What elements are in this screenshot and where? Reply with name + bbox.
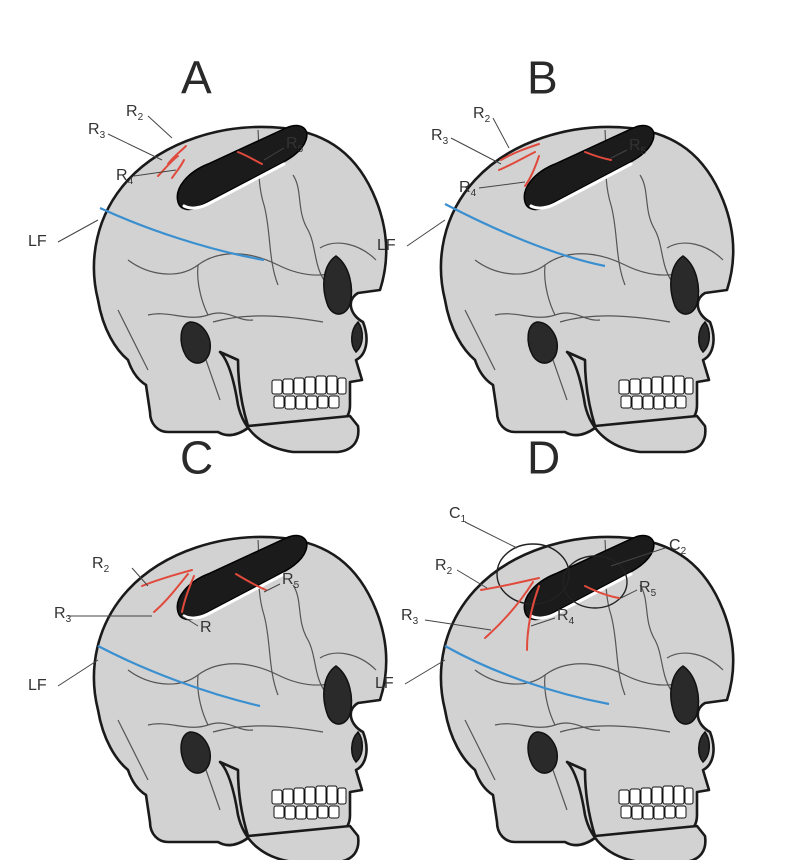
linear-fracture <box>444 645 610 706</box>
panel-d: D C1 C2 R2 R3 R4 R5 LF <box>375 432 735 860</box>
label-r4: R4 <box>459 179 477 199</box>
fracture-r5 <box>235 573 267 591</box>
panel-letter-b: B <box>527 52 558 104</box>
fracture-r4 <box>526 585 540 651</box>
panel-a: A R2 R3 R4 R5 LF <box>28 52 388 454</box>
panel-letter-c: C <box>180 432 213 484</box>
linear-fracture <box>97 645 261 708</box>
linear-fracture <box>99 206 265 262</box>
fracture-r2 <box>480 577 540 591</box>
fracture-r4 <box>171 159 185 179</box>
label-r2: R2 <box>92 555 110 575</box>
fracture-r3 <box>498 151 536 171</box>
label-c1: C1 <box>449 505 467 525</box>
label-lf: LF <box>377 237 396 254</box>
fracture-r4 <box>524 155 540 187</box>
label-r4: R <box>200 619 212 636</box>
label-r2: R2 <box>435 557 453 577</box>
fracture-r3 <box>153 573 189 613</box>
label-r2: R2 <box>473 105 491 125</box>
label-c2: C2 <box>669 537 687 557</box>
label-lf: LF <box>28 233 47 250</box>
label-r5: R5 <box>286 135 304 155</box>
label-lf: LF <box>28 677 47 694</box>
circle-c2 <box>562 555 628 609</box>
fracture-r3 <box>484 581 534 639</box>
label-r3: R3 <box>88 121 106 141</box>
linear-fracture <box>444 203 606 268</box>
panel-c: C R2 R3 R R5 LF <box>28 432 388 860</box>
label-r5: R5 <box>639 579 657 599</box>
panel-letter-a: A <box>181 52 212 104</box>
label-r5: R5 <box>629 137 647 157</box>
label-r5: R5 <box>282 571 300 591</box>
panel-b: B R2 R3 R4 R5 LF <box>377 52 735 454</box>
label-r3: R3 <box>431 127 449 147</box>
label-r4: R4 <box>116 167 134 187</box>
fracture-r3 <box>157 155 179 177</box>
fracture-r5 <box>584 585 620 599</box>
fracture-r2 <box>167 145 187 165</box>
fracture-r2 <box>500 143 540 161</box>
label-r3: R3 <box>401 607 419 627</box>
label-lf: LF <box>375 675 394 692</box>
fracture-r4 <box>181 575 195 613</box>
fracture-r5 <box>237 151 263 165</box>
fracture-r5 <box>584 151 612 161</box>
panel-letter-d: D <box>527 432 560 484</box>
label-r3: R3 <box>54 605 72 625</box>
label-r4: R4 <box>557 607 575 627</box>
label-r2: R2 <box>126 103 144 123</box>
